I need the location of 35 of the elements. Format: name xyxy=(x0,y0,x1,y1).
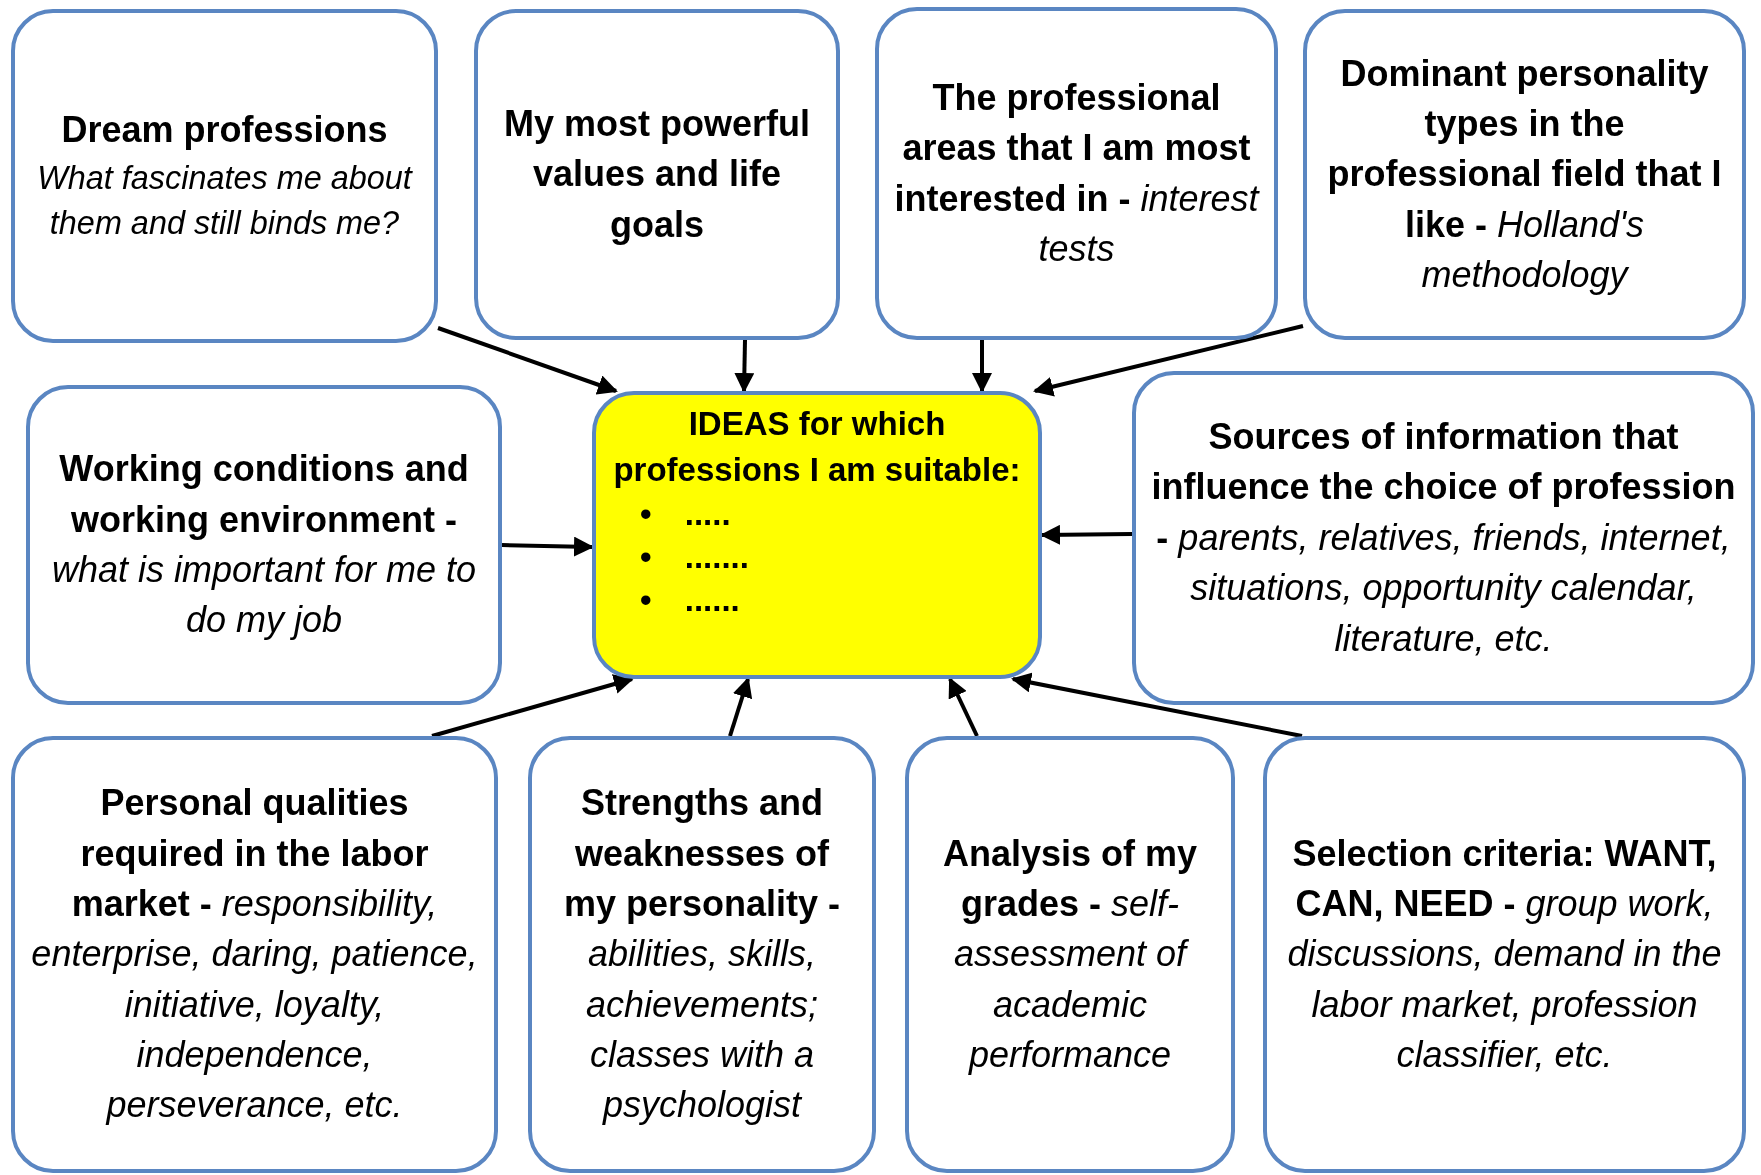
rounded-box xyxy=(1132,371,1755,705)
box-text: Analysis of my grades - self-assessment of academic performance xyxy=(941,831,1199,1078)
rounded-box xyxy=(11,736,498,1173)
box-text: Strengths and weaknesses of my personality - abilities, skills, achievements; classes with a psychologist xyxy=(562,781,842,1128)
box-text: Working conditions and working environment - what is important for me to do my job xyxy=(50,447,478,643)
rounded-box xyxy=(474,9,840,340)
bullet-item: • ..... xyxy=(640,494,732,535)
box-text: My most powerful values and life goals xyxy=(503,101,811,247)
arrow xyxy=(734,339,755,393)
arrow xyxy=(1011,672,1303,738)
box-text: Dream professions xyxy=(61,108,388,153)
rounded-box xyxy=(528,736,876,1173)
arrow xyxy=(1033,324,1304,397)
rounded-box xyxy=(26,385,502,705)
arrow xyxy=(728,677,753,737)
rounded-box xyxy=(875,7,1278,340)
box-text: Selection criteria: WANT, CAN, NEED - group work, discussions, demand in the labor market, profession classifier, etc. xyxy=(1286,831,1723,1078)
rounded-box xyxy=(1303,9,1746,340)
highlight-box xyxy=(592,391,1042,679)
bullet-item: • ...... xyxy=(640,580,741,621)
box-text: Dominant personality types in the professional field that I like - Holland's methodology xyxy=(1326,51,1723,298)
box-text: Sources of information that influence the choice of profession - parents, relatives, friends, internet, situations, opportunity calendar, literature, etc. xyxy=(1150,415,1737,661)
bullet-item: • ....... xyxy=(640,537,749,578)
rounded-box xyxy=(905,736,1235,1173)
arrow xyxy=(437,326,618,395)
box-description: What fascinates me about them and still binds me? xyxy=(36,158,414,244)
box-text: The professional areas that I am most interested in - interest tests xyxy=(893,75,1260,271)
arrow xyxy=(1040,524,1133,545)
box-text: Personal qualities required in the labor market - responsibility, enterprise, daring, patience, initiative, loyalty, independence, perseverance, etc. xyxy=(30,781,479,1128)
box-heading: IDEAS for which professions I am suitable: xyxy=(612,404,1022,491)
arrow xyxy=(972,340,992,393)
rounded-box xyxy=(1263,736,1746,1173)
arrow xyxy=(501,536,594,557)
rounded-box xyxy=(11,9,438,343)
arrow xyxy=(948,677,979,737)
